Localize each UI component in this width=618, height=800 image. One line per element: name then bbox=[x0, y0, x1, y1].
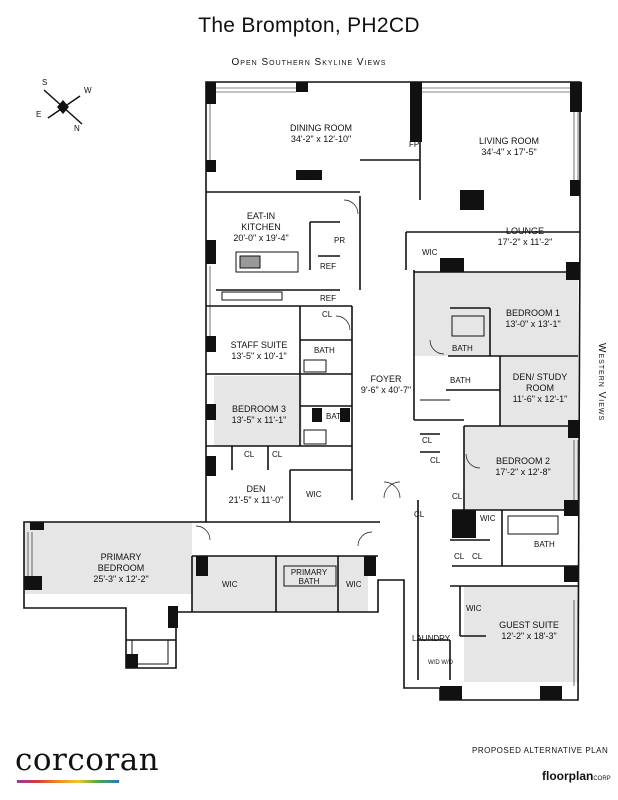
credit-text: floorplan bbox=[542, 769, 594, 783]
room-dining: DINING ROOM 34'-2" x 12'-10" bbox=[266, 123, 376, 145]
room-name: LIVING ROOM bbox=[478, 136, 539, 146]
credit-suffix: CORP bbox=[593, 776, 611, 782]
powder-room-label: PR bbox=[334, 236, 346, 245]
room-living: LIVING ROOM 34'-4" x 17'-5" bbox=[454, 136, 564, 158]
compass-w: W bbox=[84, 86, 92, 95]
room-dims: 13'-0" x 13'-1" bbox=[505, 319, 561, 329]
room-lounge: LOUNGE 17'-2" x 11'-2" bbox=[470, 226, 580, 248]
wic-label: WIC bbox=[466, 604, 482, 613]
room-name: GUEST SUITE bbox=[499, 620, 559, 630]
room-name: DEN/ STUDY ROOM bbox=[512, 372, 568, 393]
room-kitchen: EAT-IN KITCHEN 20'-0" x 19'-4" bbox=[218, 211, 304, 244]
room-dims: 21'-5" x 11'-0" bbox=[228, 495, 284, 505]
room-dims: 13'-5" x 10'-1" bbox=[231, 351, 287, 361]
wic-label: WIC bbox=[480, 514, 496, 523]
room-bedroom-3: BEDROOM 3 13'-5" x 11'-1" bbox=[214, 404, 304, 426]
brand-logo: corcoran bbox=[15, 742, 160, 778]
bath-label: BATH bbox=[314, 346, 335, 355]
room-staff-suite: STAFF SUITE 13'-5" x 10'-1" bbox=[214, 340, 304, 362]
ref-label: REF bbox=[320, 294, 336, 303]
wic-label: WIC bbox=[222, 580, 238, 589]
room-guest-suite: GUEST SUITE 12'-2" x 18'-3" bbox=[484, 620, 574, 642]
closet-label: CL bbox=[430, 456, 441, 465]
room-name: LOUNGE bbox=[505, 226, 544, 236]
room-bedroom-2: BEDROOM 2 17'-2" x 12'-8" bbox=[468, 456, 578, 478]
primary-bath-label: PRIMARY BATH bbox=[290, 568, 328, 586]
room-dims: 17'-2" x 12'-8" bbox=[495, 467, 551, 477]
bath-label: BATH bbox=[326, 412, 347, 421]
room-name: PRIMARY BEDROOM bbox=[97, 552, 145, 573]
closet-label: CL bbox=[454, 552, 465, 561]
room-dims: 20'-0" x 19'-4" bbox=[233, 233, 289, 243]
bath-label: BATH bbox=[450, 376, 471, 385]
room-dims: 13'-5" x 11'-1" bbox=[231, 415, 287, 425]
bath-label: BATH bbox=[452, 344, 473, 353]
laundry-label: LAUNDRY bbox=[412, 634, 451, 643]
closet-label: CL bbox=[452, 492, 463, 501]
room-name: STAFF SUITE bbox=[230, 340, 288, 350]
room-name: EAT-IN KITCHEN bbox=[241, 211, 281, 232]
western-views-label: Western Views bbox=[596, 343, 607, 422]
room-dims: 9'-6" x 40'-7" bbox=[360, 385, 412, 395]
room-name: FOYER bbox=[370, 374, 402, 384]
compass-e: E bbox=[36, 110, 42, 119]
room-dims: 12'-2" x 18'-3" bbox=[501, 631, 557, 641]
room-den-study: DEN/ STUDY ROOM 11'-6" x 12'-1" bbox=[500, 372, 580, 405]
fireplace-label: FP bbox=[409, 140, 420, 149]
closet-label: CL bbox=[322, 310, 333, 319]
wic-label: WIC bbox=[306, 490, 322, 499]
closet-label: CL bbox=[472, 552, 483, 561]
closet-label: CL bbox=[244, 450, 255, 459]
wic-label: WIC bbox=[346, 580, 362, 589]
room-dims: 34'-2" x 12'-10" bbox=[290, 134, 352, 144]
room-dims: 25'-3" x 12'-2" bbox=[93, 574, 149, 584]
room-name: DEN bbox=[246, 484, 266, 494]
compass-rose: S W E N bbox=[34, 78, 104, 140]
room-name: BEDROOM 1 bbox=[505, 308, 560, 318]
room-dims: 17'-2" x 11'-2" bbox=[497, 237, 553, 247]
closet-label: CL bbox=[414, 510, 425, 519]
wic-label: WIC bbox=[422, 248, 438, 257]
washer-dryer-label: W/D W/D bbox=[428, 660, 453, 666]
room-den: DEN 21'-5" x 11'-0" bbox=[206, 484, 306, 506]
floorplan-credit: floorplanCORP bbox=[542, 769, 611, 783]
bath-label: BATH bbox=[534, 540, 555, 549]
room-bedroom-1: BEDROOM 1 13'-0" x 13'-1" bbox=[478, 308, 588, 330]
closet-label: CL bbox=[272, 450, 283, 459]
closet-label: CL bbox=[422, 436, 433, 445]
room-name: DINING ROOM bbox=[290, 123, 352, 133]
southern-views-label: Open Southern Skyline Views bbox=[231, 57, 387, 68]
compass-s: S bbox=[42, 78, 48, 87]
compass-n: N bbox=[74, 124, 80, 133]
room-name: BEDROOM 3 bbox=[231, 404, 286, 414]
room-dims: 34'-4" x 17'-5" bbox=[481, 147, 537, 157]
fireplace-label: FP bbox=[304, 172, 315, 181]
room-dims: 11'-6" x 12'-1" bbox=[512, 394, 568, 404]
room-name: BEDROOM 2 bbox=[495, 456, 550, 466]
room-foyer: FOYER 9'-6" x 40'-7" bbox=[346, 374, 426, 396]
plan-note: PROPOSED ALTERNATIVE PLAN bbox=[472, 746, 609, 755]
ref-label: REF bbox=[320, 262, 336, 271]
room-primary-bedroom: PRIMARY BEDROOM 25'-3" x 12'-2" bbox=[66, 552, 176, 585]
plan-title: The Brompton, PH2CD bbox=[198, 14, 420, 37]
brand-color-bar bbox=[17, 780, 119, 783]
compass-icon bbox=[43, 89, 83, 125]
